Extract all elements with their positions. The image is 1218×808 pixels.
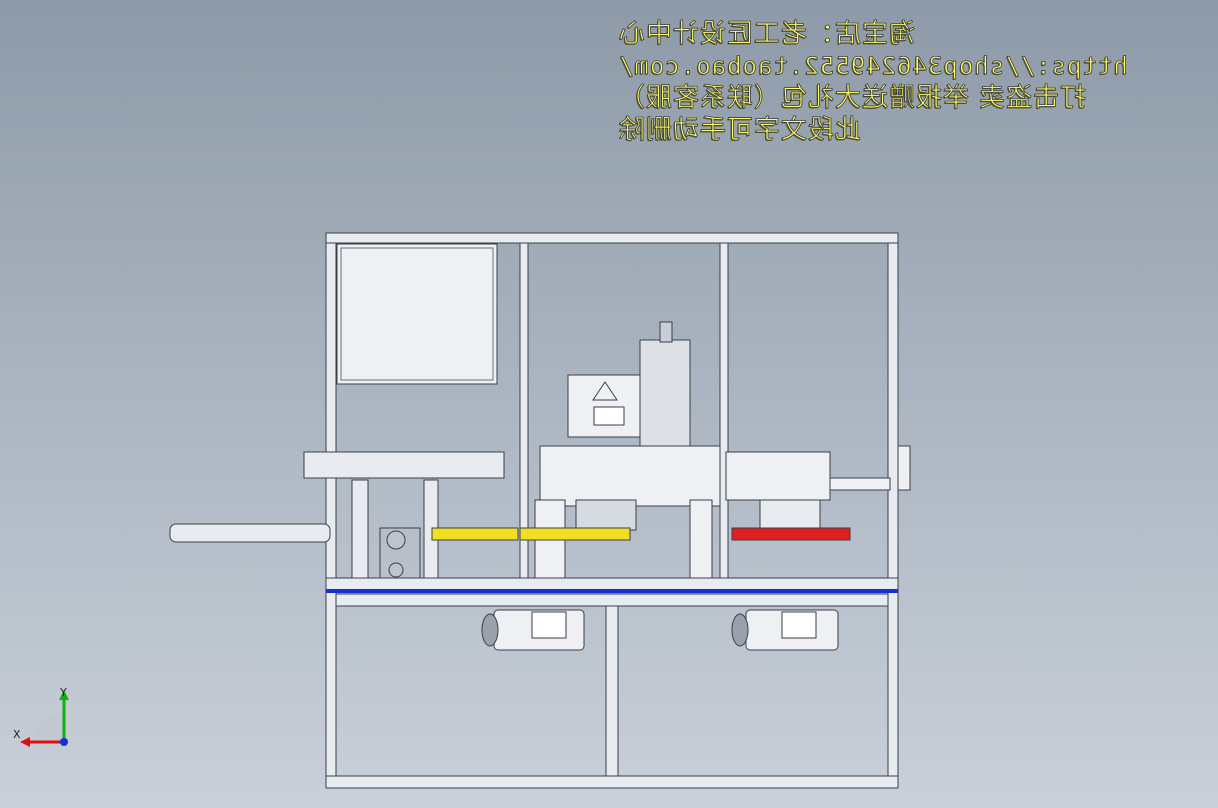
right-slide-housing — [725, 451, 831, 501]
x-axis-head — [20, 737, 30, 747]
frame-top-beam — [325, 232, 899, 244]
y-axis-head — [59, 690, 69, 700]
x-axis-label: X — [13, 728, 21, 741]
frame-lower-mid-column — [605, 605, 619, 777]
frame-bottom-beam — [325, 775, 899, 789]
motor-left-pulley — [481, 613, 499, 647]
upper-slide-rail — [303, 451, 505, 479]
red-station-plate — [731, 527, 851, 541]
roller-bracket — [379, 527, 421, 579]
rail-support-1 — [351, 479, 369, 579]
right-gripper — [759, 499, 821, 529]
central-leg-right — [689, 499, 713, 579]
yellow-station-plate-1 — [431, 527, 519, 541]
frame-mid-column-2 — [719, 242, 729, 579]
motor-right-plate — [781, 611, 817, 639]
triad-plane — [30, 712, 64, 742]
right-bracket — [897, 445, 911, 491]
left-conveyor-arm — [169, 523, 331, 543]
electrical-panel-inner — [340, 247, 494, 381]
right-arm — [829, 477, 891, 491]
motor-right-pulley — [731, 613, 749, 647]
yellow-station-plate-2 — [519, 527, 631, 541]
gripper-block — [575, 499, 637, 531]
roller-wheel-2 — [388, 562, 404, 578]
frame-table-beam — [335, 593, 889, 607]
machine-drawing — [169, 232, 911, 789]
motor-left-plate — [531, 611, 567, 639]
central-carriage — [539, 445, 721, 507]
warning-triangle — [592, 381, 618, 401]
blue-accent-rail — [326, 589, 898, 593]
z-axis-dot — [60, 738, 68, 746]
control-box — [567, 374, 643, 438]
electrical-panel — [336, 243, 498, 385]
vertical-actuator — [639, 339, 691, 451]
cad-viewport[interactable]: 淘宝店：老工匠设计中心 https://shop346249552.taobao… — [0, 0, 1128, 808]
frame-left-column — [325, 232, 337, 789]
control-box-label — [593, 406, 625, 426]
y-axis-label: Y — [59, 686, 67, 699]
actuator-knob — [659, 321, 673, 343]
axis-triad: Y X — [13, 686, 69, 747]
frame-right-column — [887, 232, 899, 789]
roller-wheel-1 — [386, 530, 406, 550]
